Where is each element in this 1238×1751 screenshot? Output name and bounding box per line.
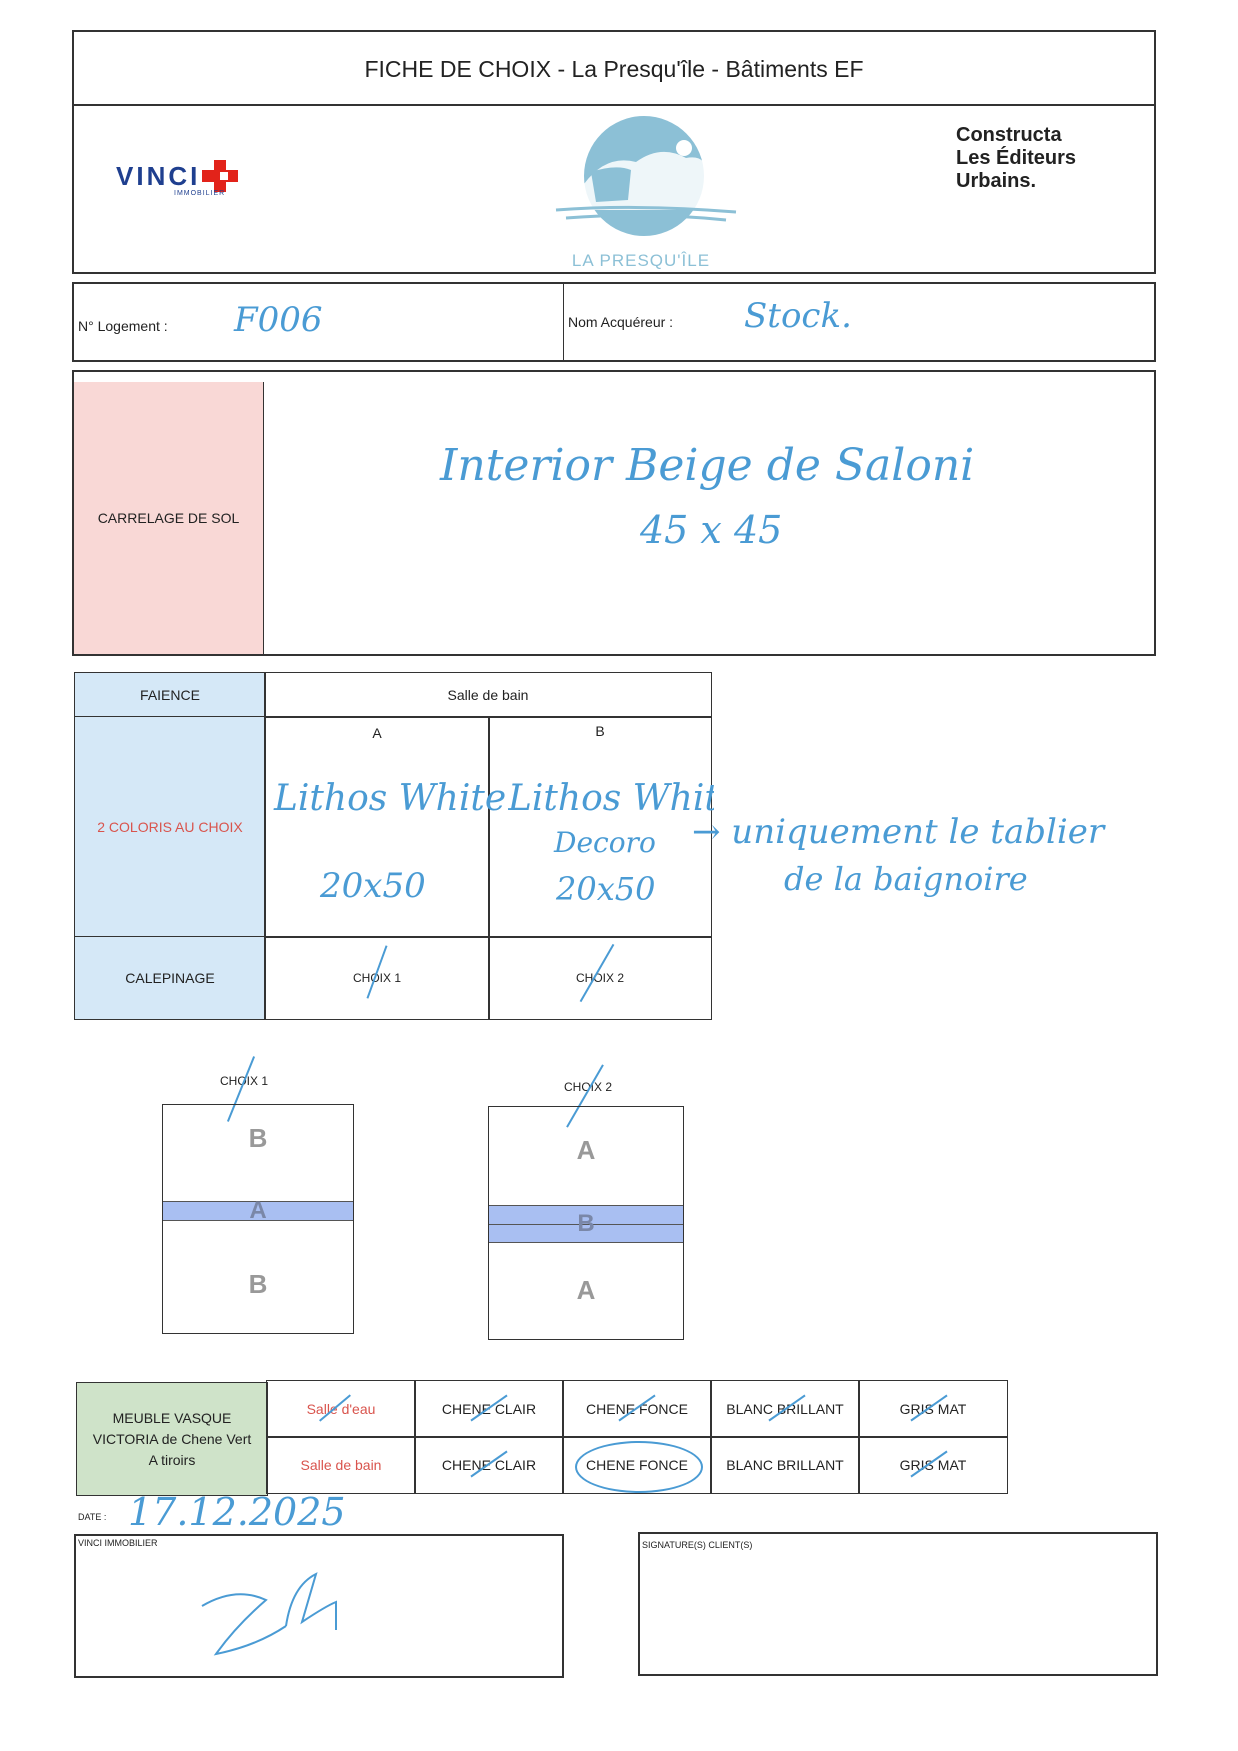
vanity-option[interactable]: BLANC BRILLANT	[710, 1436, 860, 1494]
layout-label: CALEPINAGE	[125, 970, 215, 986]
vanity-option[interactable]: GRIS MAT	[858, 1380, 1008, 1438]
buyer-cell: Nom Acquéreur : Stock.	[564, 284, 1154, 360]
diagram1-top-letter: B	[248, 1123, 268, 1153]
floor-tile-choice[interactable]: Interior Beige de Saloni	[440, 440, 975, 491]
wall-tile-room-cell: Salle de bain	[264, 672, 712, 718]
vanity-label-2: VICTORIA de Chene Vert	[92, 1430, 252, 1447]
wall-tile-b-decor: Decoro	[554, 826, 656, 859]
floor-tile-label: CARRELAGE DE SOL	[97, 510, 240, 526]
lodging-value[interactable]: F006	[234, 300, 323, 340]
vinci-logo: VINCI	[116, 158, 242, 194]
wall-tile-col-a[interactable]: A	[264, 716, 490, 938]
diagram1-middle-letter: A	[249, 1197, 267, 1224]
diagram2-wall[interactable]: A B A	[488, 1106, 684, 1340]
vanity-option-label: BLANC BRILLANT	[726, 1457, 844, 1473]
buyer-value[interactable]: Stock.	[744, 296, 852, 336]
lodging-label: N° Logement :	[78, 318, 168, 334]
presquile-logo-text: LA PRESQU'ÎLE	[571, 251, 711, 270]
date-label: DATE :	[78, 1512, 107, 1522]
wall-tile-note-2: de la baignoire	[784, 860, 1028, 898]
wall-tile-a-name: Lithos White	[274, 778, 507, 819]
wall-tile-label-cell: FAIENCE	[74, 672, 266, 718]
vinci-signature-label: VINCI IMMOBILIER	[78, 1538, 158, 1548]
wall-tile-label: FAIENCE	[140, 687, 200, 703]
buyer-label: Nom Acquéreur :	[568, 314, 674, 330]
layout-choice1-cell[interactable]: CHOIX 1	[264, 936, 490, 1020]
wall-tile-note-1: → uniquement le tablier	[692, 812, 1105, 852]
partner-logo: Constructa Les Éditeurs Urbains.	[956, 124, 1076, 193]
vanity-option-selected[interactable]: CHENE FONCE	[562, 1436, 712, 1494]
date-value[interactable]: 17.12.2025	[128, 1490, 346, 1534]
wall-tile-room: Salle de bain	[447, 687, 529, 703]
logo-row: VINCI IMMOBILIER LA PRESQU'ÎLE Construct…	[72, 104, 1156, 274]
wall-tile-b-name: Lithos White	[508, 778, 714, 819]
vinci-logo-text: VINCI	[116, 160, 201, 191]
layout-choice2: CHOIX 2	[575, 971, 624, 985]
vanity-label-1: MEUBLE VASQUE	[112, 1409, 232, 1426]
client-signature-label: SIGNATURE(S) CLIENT(S)	[642, 1540, 753, 1550]
diagram1-band: A	[163, 1197, 353, 1224]
form-title: FICHE DE CHOIX - La Presqu'île - Bâtimen…	[364, 55, 864, 82]
lodging-cell: N° Logement : F006	[74, 284, 564, 360]
vanity-option-label: GRIS MAT	[899, 1457, 967, 1473]
floor-tile-label-cell: CARRELAGE DE SOL	[74, 382, 264, 654]
client-signature-box[interactable]: SIGNATURE(S) CLIENT(S)	[638, 1532, 1158, 1676]
wall-tile-colors-cell: 2 COLORIS AU CHOIX	[74, 716, 266, 938]
selection-circle-icon	[575, 1441, 703, 1493]
layout-choice2-cell[interactable]: CHOIX 2	[488, 936, 712, 1020]
identification-box: N° Logement : F006 Nom Acquéreur : Stock…	[72, 282, 1156, 362]
wall-tile-col-b[interactable]: B	[488, 716, 712, 938]
presquile-island-icon	[555, 116, 737, 236]
diagram2-top-letter: A	[576, 1135, 596, 1165]
vanity-label-cell: MEUBLE VASQUE VICTORIA de Chene Vert A t…	[76, 1382, 268, 1496]
layout-label-cell: CALEPINAGE	[74, 936, 266, 1020]
partner-line-3: Urbains.	[956, 170, 1037, 192]
layout-choice1: CHOIX 1	[352, 971, 401, 985]
diagram1-wall[interactable]: B A B	[162, 1104, 354, 1334]
vanity-label-3: A tiroirs	[148, 1451, 196, 1468]
vanity-room-cell: Salle de bain	[266, 1436, 416, 1494]
partner-line-2: Les Éditeurs	[956, 147, 1077, 169]
vinci-logo-sub: IMMOBILIER	[174, 190, 226, 197]
wall-tile-colors-label: 2 COLORIS AU CHOIX	[97, 819, 243, 835]
diagram1-bottom-letter: B	[248, 1269, 268, 1299]
wall-tile-a-size: 20x50	[320, 866, 426, 906]
signature-mark-icon	[201, 1572, 337, 1656]
vanity-room-shower: Salle d'eau	[306, 1401, 376, 1417]
floor-tile-size[interactable]: 45 x 45	[640, 508, 783, 552]
form-title-row: FICHE DE CHOIX - La Presqu'île - Bâtimen…	[72, 30, 1156, 106]
wall-tile-b-size: 20x50	[556, 870, 656, 908]
vinci-cross-icon	[202, 160, 239, 192]
vanity-option[interactable]: GRIS MAT	[858, 1436, 1008, 1494]
vanity-room-cell: Salle d'eau	[266, 1380, 416, 1438]
wall-tile-col-a-header: A	[372, 725, 382, 741]
diagram2-bottom-letter: A	[576, 1275, 596, 1305]
diagram2-band-divider	[489, 1224, 683, 1225]
presquile-logo: LA PRESQU'ÎLE	[536, 114, 746, 272]
diagram2-middle-letter: B	[577, 1210, 595, 1237]
vanity-room-bath: Salle de bain	[300, 1457, 382, 1473]
vinci-signature-box[interactable]: VINCI IMMOBILIER	[74, 1534, 564, 1678]
wall-tile-col-b-header: B	[595, 723, 605, 739]
vanity-option-label: GRIS MAT	[899, 1401, 967, 1417]
diagram2-band: B	[489, 1205, 683, 1243]
partner-line-1: Constructa	[956, 124, 1062, 146]
